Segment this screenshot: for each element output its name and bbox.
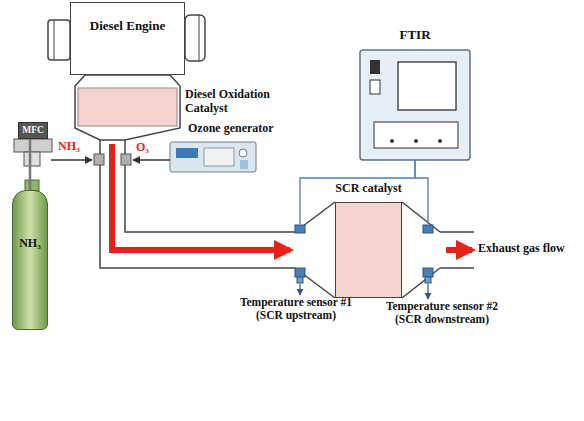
exhaust-pipe (100, 140, 295, 268)
scr-substrate (335, 202, 402, 298)
flow-arrow (446, 247, 472, 253)
temperature-sensor (295, 268, 305, 277)
node-label: Temperature sensor #1 (SCR upstream) (226, 296, 366, 322)
connector (415, 160, 428, 224)
ftir-analyzer: FTIR (360, 28, 470, 160)
ozone-display (176, 148, 198, 158)
ftir-panel (374, 122, 458, 148)
ozone-device (170, 142, 256, 172)
ftir-screen (398, 62, 456, 110)
node-label: MFC (19, 125, 47, 136)
outlet-pipe (440, 232, 474, 268)
node-label: Diesel Oxidation Catalyst (185, 88, 280, 116)
ftir-led (414, 139, 418, 143)
sampling-port (295, 225, 305, 233)
node-label: Ozone generator (188, 122, 274, 136)
scr-cone (295, 202, 440, 298)
gas-cylinder: NH₃ (12, 190, 48, 330)
ftir-device (360, 50, 470, 160)
node-label: Diesel Engine (71, 19, 184, 34)
flow-label: Exhaust gas flow (478, 242, 565, 256)
gas-label: NH₃ (58, 140, 80, 154)
o3-line (133, 159, 170, 160)
node-label: SCR catalyst (322, 182, 415, 196)
temperature-sensor (423, 268, 433, 277)
connector (112, 144, 290, 250)
engine-detail (199, 15, 200, 61)
engine-box: Diesel Engine (70, 2, 185, 75)
sensor-label: Temperature sensor #2 (SCR downstream) (372, 300, 512, 330)
mfc-box: MFC (18, 122, 48, 139)
sampling-port (423, 225, 433, 233)
ozone-knob (239, 149, 247, 157)
mfc-valve (14, 139, 52, 152)
engine-mount (48, 20, 70, 60)
ozone-generator: Ozone generator (160, 120, 300, 176)
doc-substrate (78, 88, 177, 126)
ozone-panel (204, 148, 234, 166)
temperature-sensor (297, 277, 303, 283)
connector (299, 284, 300, 295)
sensor-label: Temperature sensor #1 (SCR upstream) (226, 296, 366, 326)
gas-label: O₃ (136, 141, 149, 155)
ozone-gauge (240, 160, 248, 169)
node-label: NH₃ (13, 237, 47, 251)
doc-housing (75, 75, 180, 140)
nh3-line (51, 159, 92, 160)
node-label: FTIR (360, 28, 470, 43)
injection-port (94, 154, 104, 165)
ftir-led (390, 139, 394, 143)
ftir-display (370, 60, 380, 74)
temperature-sensor (425, 277, 431, 283)
scr-catalyst: SCR catalyst (322, 182, 415, 300)
mfc-fitting (24, 152, 40, 166)
connector (29, 139, 32, 190)
connector (427, 284, 428, 299)
engine-detail (54, 20, 55, 60)
ftir-button (370, 80, 380, 94)
node-label: Temperature sensor #2 (SCR downstream) (372, 300, 512, 326)
engine-mount (185, 15, 205, 61)
injection-port (121, 154, 131, 165)
ftir-led (438, 139, 442, 143)
